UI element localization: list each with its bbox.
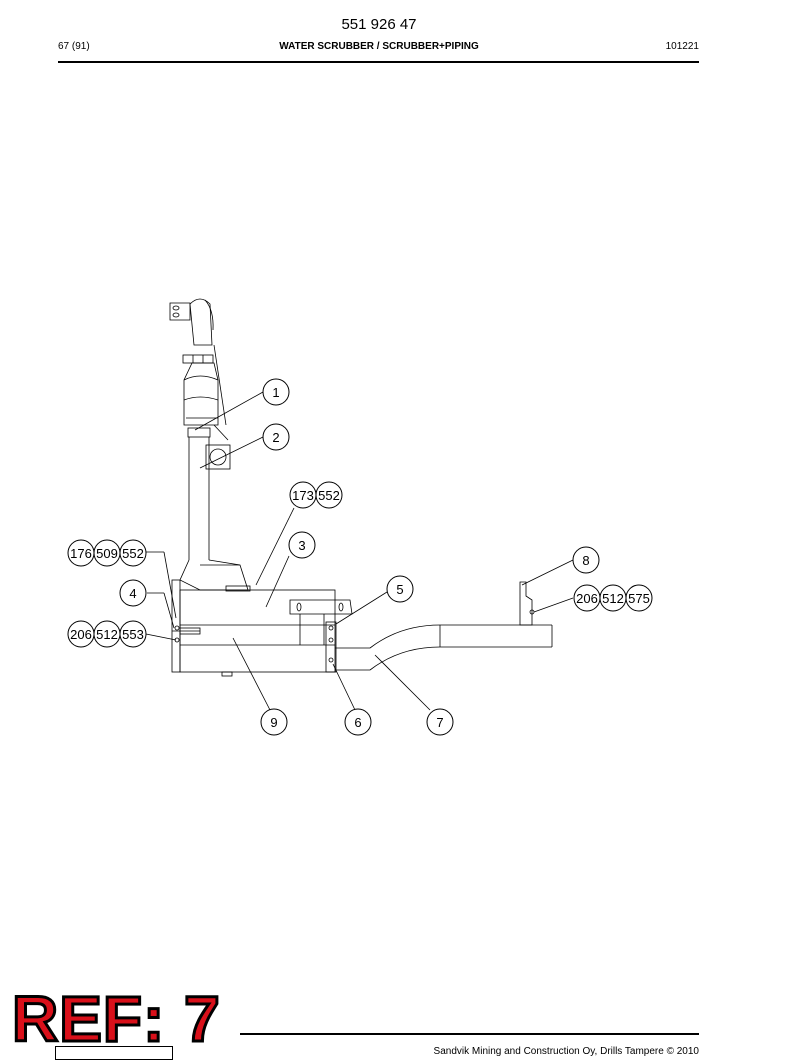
callout-4: 4: [129, 586, 136, 601]
callout-206: 206: [576, 591, 598, 606]
page-title: WATER SCRUBBER / SCRUBBER+PIPING: [279, 41, 479, 52]
callout-509: 509: [96, 546, 118, 561]
callout-552: 552: [122, 546, 144, 561]
callout-206: 206: [70, 627, 92, 642]
callout-3: 3: [298, 538, 305, 553]
callout-176: 176: [70, 546, 92, 561]
callout-512: 512: [96, 627, 118, 642]
footer-rule: [240, 1033, 699, 1035]
callout-balloons: [67, 378, 653, 736]
callout-7: 7: [436, 715, 443, 730]
callout-1: 1: [272, 385, 279, 400]
callout-173: 173: [292, 488, 314, 503]
callout-labels: 1 2 173 552 3 176 509 552 4 206 512 553 …: [70, 385, 650, 730]
document-number: 551 926 47: [341, 16, 417, 33]
callout-5: 5: [396, 582, 403, 597]
header-rule: [58, 61, 699, 63]
callout-8: 8: [582, 553, 589, 568]
callout-552: 552: [318, 488, 340, 503]
footer-copyright: Sandvik Mining and Construction Oy, Dril…: [433, 1046, 699, 1057]
ref-stamp: REF: 7: [11, 983, 222, 1056]
callout-512: 512: [602, 591, 624, 606]
callout-2: 2: [272, 430, 279, 445]
page-number: 67 (91): [58, 41, 90, 52]
date-code: 101221: [665, 41, 699, 52]
leader-lines: [145, 391, 574, 711]
callout-553: 553: [122, 627, 144, 642]
assembly-linework: [169, 298, 553, 677]
callout-9: 9: [270, 715, 277, 730]
callout-575: 575: [628, 591, 650, 606]
callout-6: 6: [354, 715, 361, 730]
sandvik-logo: [55, 1046, 173, 1060]
